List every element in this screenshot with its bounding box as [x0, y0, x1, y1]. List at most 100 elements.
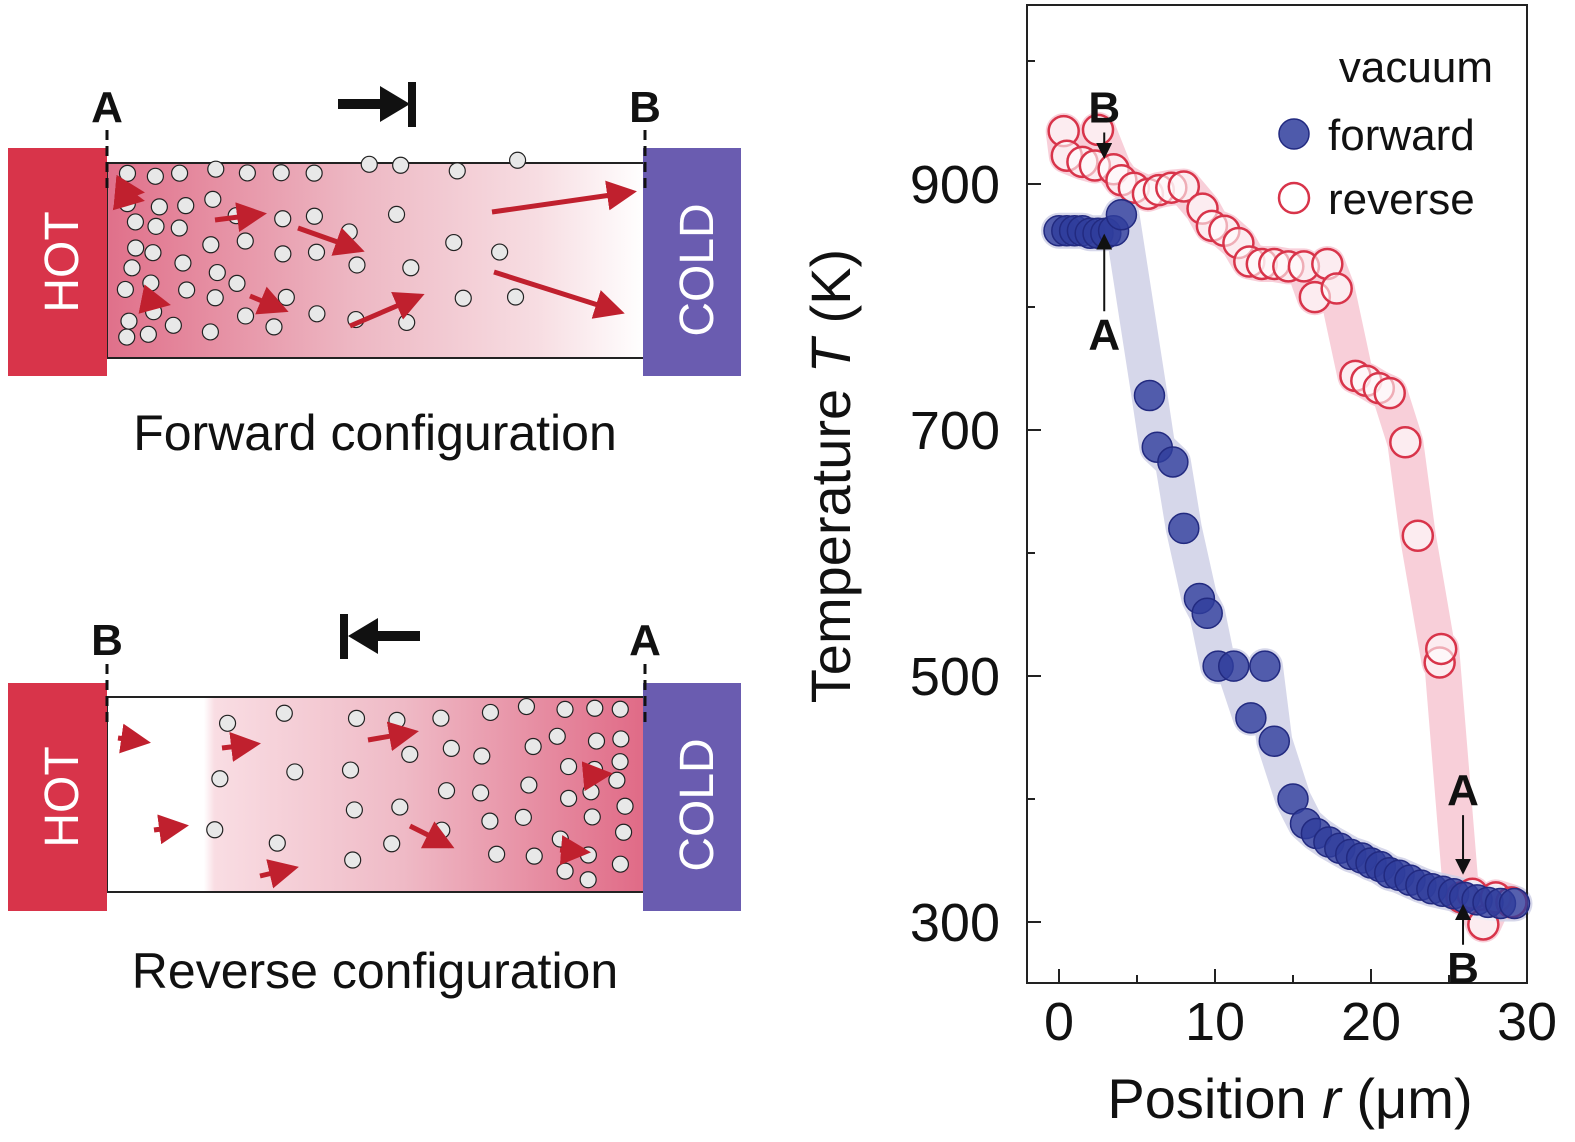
legend: vacuum forward reverse [1277, 43, 1493, 224]
legend-reverse-label: reverse [1328, 175, 1475, 224]
particle [307, 243, 326, 261]
forward-cold-label: COLD [671, 203, 724, 336]
plot-frame [1026, 4, 1528, 984]
particle [305, 207, 323, 225]
particle [286, 763, 304, 781]
particle [616, 797, 634, 815]
particle [472, 784, 490, 802]
particle [391, 798, 409, 816]
reverse-point [1389, 426, 1422, 459]
particle [445, 233, 463, 252]
particle [275, 704, 293, 722]
particle [164, 316, 182, 334]
particle [551, 830, 569, 848]
particle [454, 289, 472, 307]
heat-arrow [138, 284, 171, 314]
particle [268, 834, 286, 852]
particle [236, 232, 254, 250]
particle [272, 164, 290, 182]
particle [139, 325, 157, 343]
forward-hot-block [8, 148, 107, 376]
particle [236, 307, 255, 325]
particle [274, 245, 292, 263]
reverse-point [1167, 170, 1201, 203]
particle [340, 223, 358, 241]
particle [579, 871, 597, 889]
particle [392, 156, 410, 174]
reverse-point [1401, 519, 1435, 553]
particle [525, 847, 543, 865]
legend-reverse-marker [1277, 181, 1311, 215]
heat-arrow [493, 269, 625, 319]
particle [582, 783, 600, 801]
reverse-cold-block [643, 683, 741, 911]
particle [524, 737, 542, 756]
x-tick-label: 10 [1185, 992, 1245, 1052]
particle [126, 213, 145, 231]
reverse-hot-block [8, 683, 107, 911]
particle [587, 732, 606, 750]
particle [265, 318, 283, 336]
particle [211, 770, 229, 788]
y-tick-label: 500 [910, 647, 1000, 707]
heat-arrow [113, 174, 145, 205]
particle [206, 821, 224, 839]
particle [207, 160, 225, 178]
particle [556, 862, 574, 880]
particle [491, 243, 509, 261]
heat-arrow [408, 821, 455, 849]
particle [144, 244, 162, 262]
particle [608, 771, 626, 789]
particle [201, 323, 219, 341]
particle [277, 288, 295, 306]
forward-right-marker: B [629, 83, 661, 132]
reverse-point [1320, 272, 1353, 305]
forward-cold-block [643, 148, 741, 376]
particle [218, 714, 237, 732]
particle [383, 835, 401, 853]
particle [611, 855, 630, 873]
forward-channel [106, 162, 646, 359]
particle [177, 197, 195, 215]
particle [611, 753, 629, 771]
particle [178, 281, 196, 299]
y-tick-label: 900 [910, 155, 1000, 215]
legend-title: vacuum [1339, 43, 1493, 92]
particle [611, 700, 629, 718]
particle [123, 259, 141, 277]
legend-forward-label: forward [1328, 111, 1475, 160]
heat-arrow [297, 225, 365, 256]
heat-arrow [259, 859, 299, 889]
annotation-label: B [1088, 84, 1120, 133]
x-tick-label: 30 [1497, 992, 1557, 1052]
particle [308, 305, 326, 323]
particle [170, 219, 188, 237]
particle [202, 236, 220, 254]
reverse-point [1424, 632, 1458, 666]
particle [559, 757, 578, 776]
particle [204, 190, 222, 208]
particle [432, 709, 450, 727]
particle [583, 808, 601, 826]
forward-point [1498, 887, 1531, 920]
particle [341, 761, 360, 779]
particle [142, 274, 160, 292]
particle [274, 210, 292, 228]
particle [448, 162, 466, 180]
particle [586, 699, 604, 717]
particle [127, 239, 145, 257]
heat-arrow [221, 732, 261, 762]
forward-point [1168, 512, 1200, 545]
particle [514, 808, 532, 826]
x-tick-label: 0 [1044, 992, 1074, 1052]
particle [508, 151, 527, 169]
particle [348, 256, 366, 274]
particle [360, 155, 378, 173]
x-axis-label: Position r (μm) [1107, 1067, 1472, 1130]
particle [488, 845, 506, 863]
particle [612, 730, 630, 748]
particle [560, 789, 578, 807]
particle [146, 167, 164, 185]
